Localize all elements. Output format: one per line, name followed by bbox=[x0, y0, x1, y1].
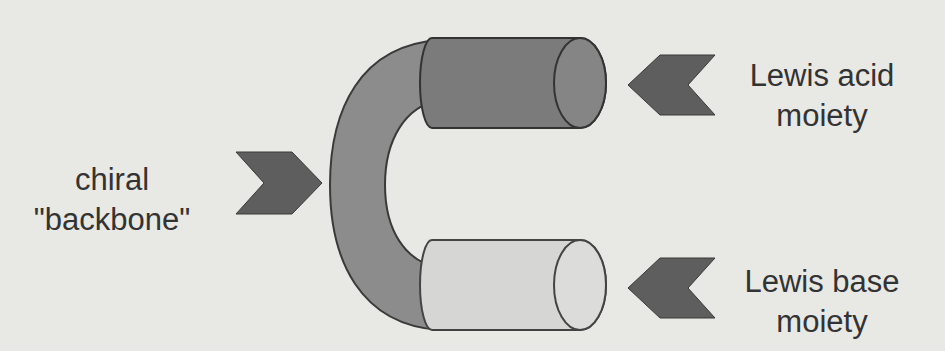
pointer-chevron bbox=[628, 55, 715, 115]
acid-cylinder bbox=[420, 38, 606, 128]
acid-label: Lewis acid moiety bbox=[722, 56, 922, 136]
backbone-label: chiral "backbone" bbox=[12, 160, 212, 240]
acid-cylinder-cap bbox=[554, 38, 606, 128]
pointer-chevron bbox=[628, 258, 715, 318]
base-cylinder bbox=[420, 240, 606, 330]
base-label: Lewis base moiety bbox=[722, 262, 922, 342]
base-cylinder-cap bbox=[554, 240, 606, 330]
pointer-chevron bbox=[236, 152, 322, 214]
